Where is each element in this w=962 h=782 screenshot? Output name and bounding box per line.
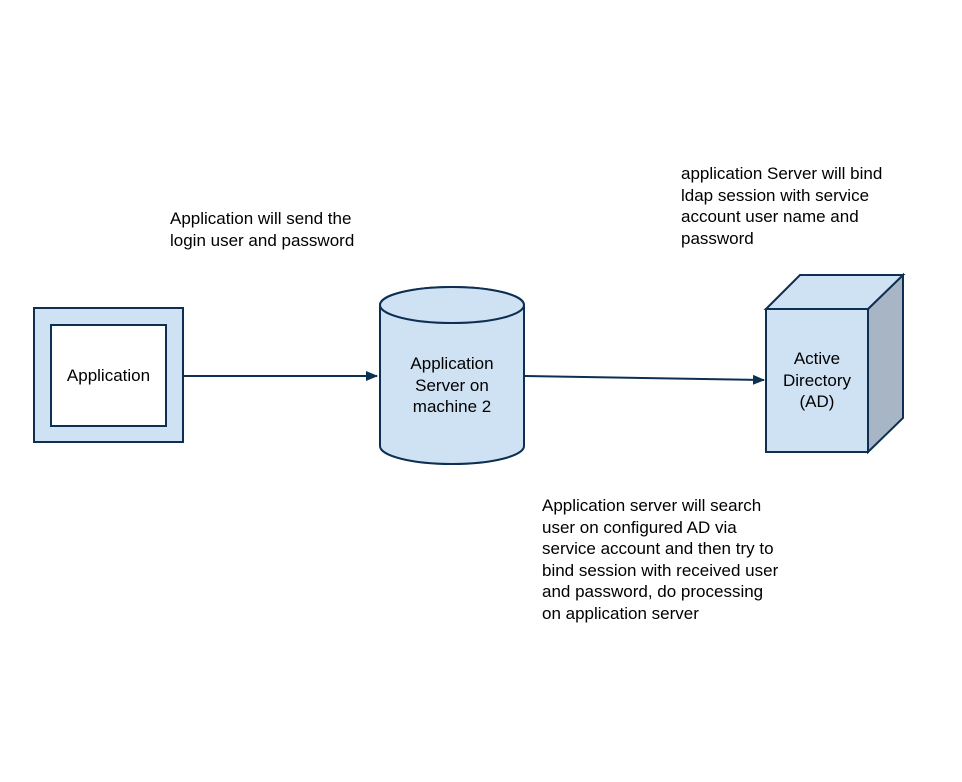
annotation-line: Application server will search [542,496,762,515]
app-server-label: Application Server on machine 2 [380,353,524,418]
annotation-line: bind session with received user [542,560,779,580]
application-label: Application [66,366,151,385]
annotation-line: login user and password [170,230,355,250]
active-directory-node [763,272,906,455]
annotation-search-and-bind: Application server will search user on c… [542,495,778,624]
annotation-line: account user name and [681,207,859,226]
active-directory-label: Active Directory (AD) [766,348,868,413]
edge-server-to-ad [524,374,765,385]
app-server-node [379,286,525,465]
annotation-send-credentials: Application will send the login user and… [170,208,354,251]
annotation-line: Application will send the [170,209,352,228]
app-server-cylinder-top [379,286,525,324]
annotation-line: user on configured AD via [542,517,737,537]
annotation-line: and password, do processing [542,582,764,601]
app-server-label-line: machine 2 [412,397,492,416]
app-server-label-line: Server on [415,375,489,395]
annotation-line: application Server will bind [681,164,883,183]
application-node [33,307,184,443]
application-inner-panel [50,324,167,427]
annotation-line: password [681,228,754,248]
ad-label-line: Directory [782,370,851,390]
ad-label-line: Active [793,349,841,368]
ad-cube-front [765,308,869,453]
annotation-line: ldap session with service [681,185,870,205]
annotation-line: service account and then try to [542,539,774,558]
annotation-service-bind: application Server will bind ldap sessio… [681,163,882,249]
app-server-label-line: Application [410,354,494,373]
annotation-line: on application server [542,603,699,623]
ad-label-line: (AD) [799,392,835,411]
